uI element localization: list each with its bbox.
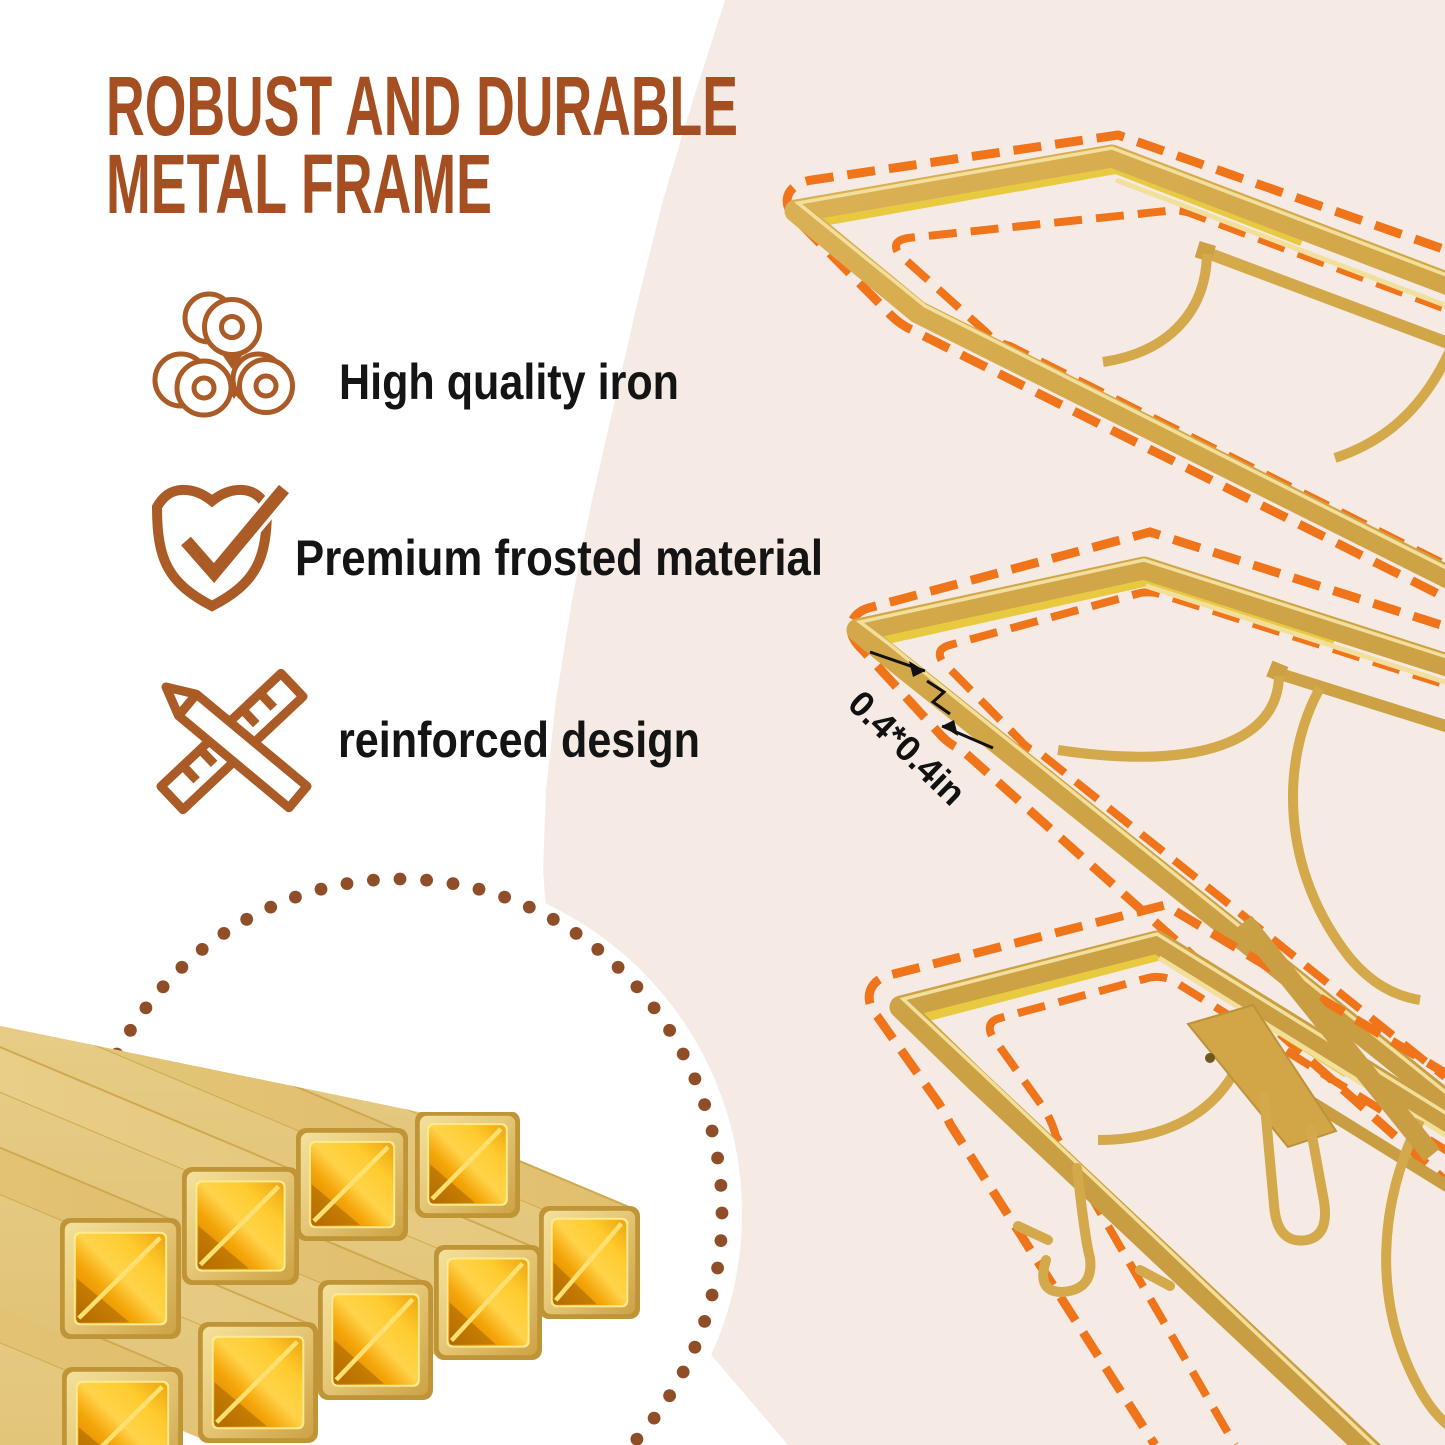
svg-text:reinforced design: reinforced design — [338, 712, 700, 768]
svg-text:ROBUST AND DURABLE: ROBUST AND DURABLE — [106, 59, 738, 153]
svg-text:High quality iron: High quality iron — [339, 354, 679, 410]
svg-text:METAL FRAME: METAL FRAME — [106, 137, 492, 231]
svg-text:Premium frosted material: Premium frosted material — [295, 530, 823, 586]
